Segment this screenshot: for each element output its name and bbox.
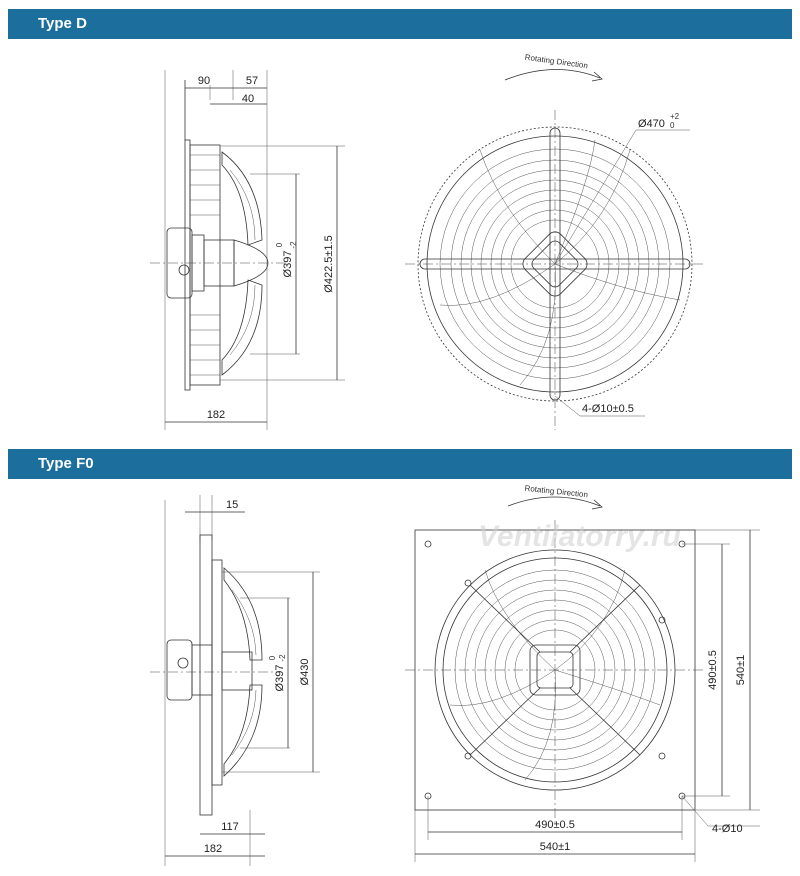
section-header-type-f0: Type F0 (8, 449, 792, 479)
section-header-type-d: Type D (8, 9, 792, 39)
f0-dim-tol-upper: 0 (268, 655, 277, 660)
dim-tol-lower: -2 (289, 241, 298, 249)
dim-182: 182 (207, 409, 225, 421)
dim-tol-upper: 0 (275, 242, 284, 247)
f0-inner-height: 490±0.5 (707, 650, 719, 690)
type-f0-side-view: 15 117 182 Ø397 0 -2 (150, 495, 320, 866)
type-d-outer-tol-dn: 0 (670, 121, 675, 130)
dim-57: 57 (246, 75, 258, 87)
type-f0-drawing: 15 117 182 Ø397 0 -2 (150, 484, 760, 866)
f0-dim-117: 117 (221, 821, 239, 833)
type-d-rotating-label: Rotating Direction (524, 53, 588, 71)
dim-40: 40 (242, 93, 254, 105)
f0-dim-182: 182 (204, 843, 222, 855)
f0-dim-tol-lower: -2 (278, 654, 287, 662)
f0-outer-width: 540±1 (540, 841, 571, 853)
type-d-drawing: 90 57 40 182 Ø397 0 -2 Ø422.5±1.5 (150, 53, 705, 430)
type-d-front-view: Rotating Direction Ø470 +2 0 4-Ø10±0.5 (405, 53, 705, 430)
watermark: Ventilatorry.ru (478, 520, 681, 553)
type-d-outer-diameter: Ø470 (638, 118, 665, 130)
f0-dim-diameter-430: Ø430 (299, 659, 311, 686)
type-d-side-view: 90 57 40 182 Ø397 0 -2 Ø422.5±1.5 (150, 70, 345, 430)
type-d-outer-tol-up: +2 (670, 112, 680, 121)
dim-90: 90 (198, 75, 210, 87)
dim-diameter-397: Ø397 (282, 251, 294, 278)
f0-inner-width: 490±0.5 (535, 819, 575, 831)
section-title-type-d: Type D (38, 15, 87, 32)
type-d-holes: 4-Ø10±0.5 (582, 403, 634, 415)
f0-outer-height: 540±1 (735, 655, 747, 686)
f0-dim-diameter-397: Ø397 (274, 665, 286, 692)
dim-diameter-422: Ø422.5±1.5 (323, 235, 335, 292)
f0-dim-15: 15 (226, 499, 238, 511)
section-title-type-f0: Type F0 (38, 455, 94, 472)
f0-holes: 4-Ø10 (712, 823, 743, 835)
type-f0-front-view: Rotating Direction Ventilatorry.ru 490±0… (405, 484, 760, 862)
